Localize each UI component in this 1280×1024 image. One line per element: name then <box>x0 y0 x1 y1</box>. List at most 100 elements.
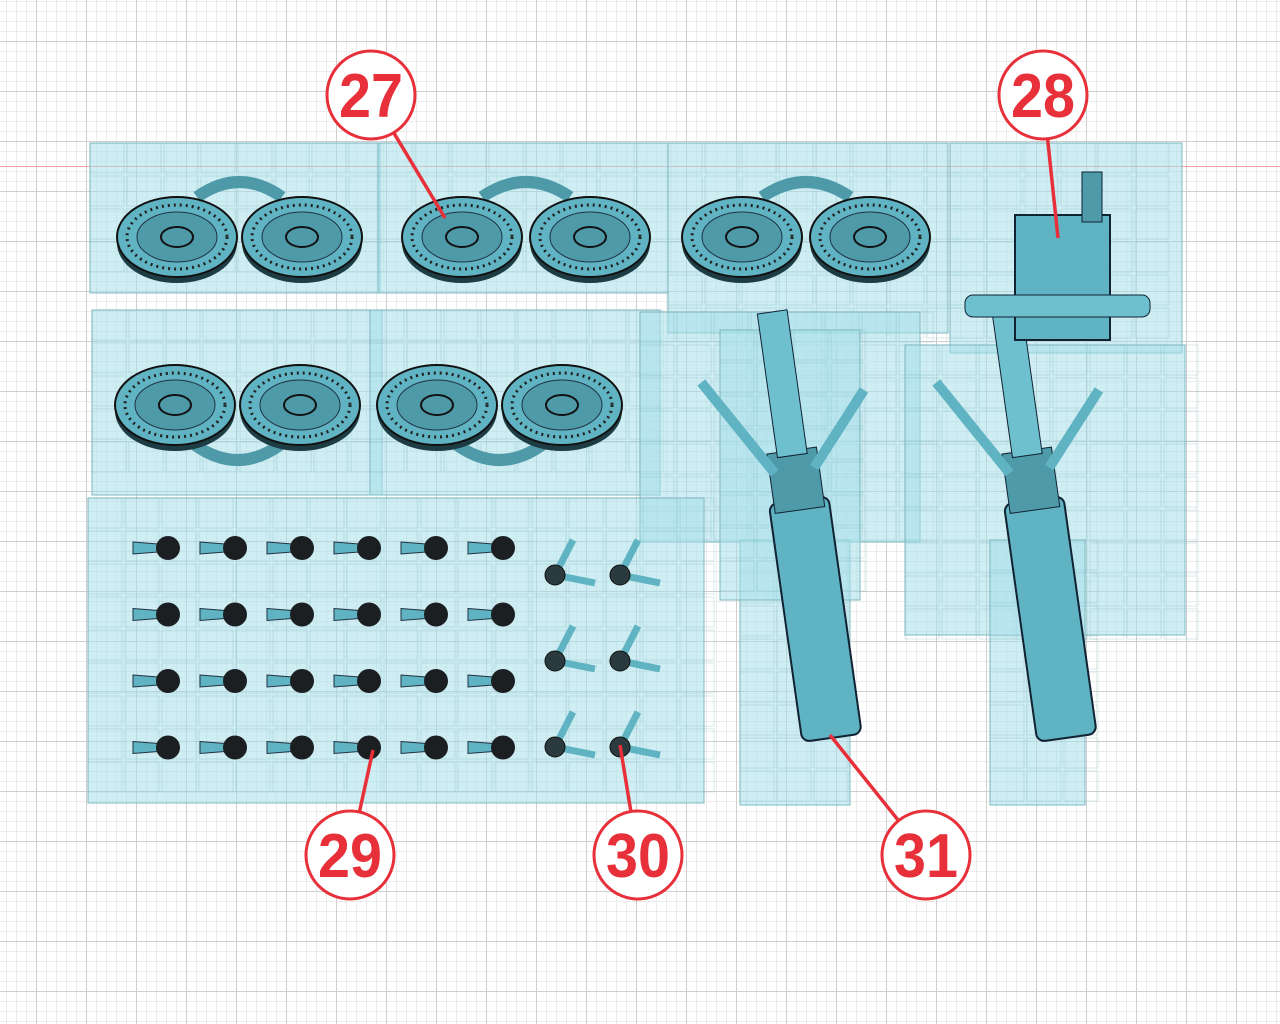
panel-cell <box>852 142 888 174</box>
small-part <box>400 602 448 627</box>
panel-cell <box>346 497 382 529</box>
panel-cell <box>679 629 715 661</box>
panel-cell <box>311 142 347 174</box>
part-shaft <box>467 541 494 555</box>
part-shaft <box>266 740 293 755</box>
panel-cell <box>457 563 493 595</box>
small-part <box>132 602 180 627</box>
small-part <box>266 536 314 560</box>
panel-cell <box>480 309 516 341</box>
panel-cell <box>904 608 940 640</box>
panel-cell <box>1052 377 1088 409</box>
panel-cell <box>605 530 641 562</box>
panel-cell <box>1134 175 1170 207</box>
panel-cell <box>235 563 271 595</box>
panel-cell <box>642 530 678 562</box>
panel-cell <box>568 629 604 661</box>
panel-cell <box>1126 575 1162 607</box>
panel-cell <box>904 542 940 574</box>
panel-cell <box>861 443 897 475</box>
lever-hub <box>609 650 631 672</box>
panel-cell <box>679 695 715 727</box>
panel-cell <box>1052 344 1088 376</box>
small-part <box>132 669 180 693</box>
part-head <box>156 735 180 760</box>
panel-cell <box>861 311 897 343</box>
panel-cell <box>679 596 715 628</box>
panel-cell <box>941 542 977 574</box>
panel-cell <box>1163 476 1199 508</box>
part-head <box>290 669 314 693</box>
panel-cell <box>494 761 530 793</box>
disc-part <box>401 196 523 283</box>
lever-hub <box>609 564 631 586</box>
mount-part <box>964 171 1151 341</box>
panel-cell <box>889 142 925 174</box>
panel-cell <box>161 629 197 661</box>
panel-cell <box>719 494 755 526</box>
panel-cell <box>1126 476 1162 508</box>
lever-part <box>544 710 596 759</box>
panel-cell <box>517 309 553 341</box>
panel-cell <box>941 443 977 475</box>
small-part <box>199 602 247 627</box>
part-head <box>357 735 381 760</box>
part-shaft <box>400 740 427 755</box>
panel-cell <box>239 342 275 374</box>
part-shaft <box>132 541 159 555</box>
panel-cell <box>642 761 678 793</box>
panel-cell <box>904 410 940 442</box>
part-shaft <box>467 607 494 622</box>
panel-cell <box>642 497 678 529</box>
panel-cell <box>1163 377 1199 409</box>
part-head <box>290 735 314 760</box>
disc-center <box>396 379 478 431</box>
small-part <box>199 536 247 560</box>
part-shaft <box>400 541 427 555</box>
panel-cell <box>568 761 604 793</box>
part-shaft <box>132 740 159 755</box>
panel-cell <box>198 761 234 793</box>
part-shaft <box>199 607 226 622</box>
small-part <box>266 602 314 627</box>
callout-label: 31 <box>894 822 958 891</box>
part-shaft <box>333 674 360 688</box>
disc-center <box>549 211 631 263</box>
callout-label: 30 <box>606 822 670 891</box>
panel-cell <box>309 563 345 595</box>
panel-cell <box>591 309 627 341</box>
panel-cell <box>739 704 775 736</box>
disc-hub <box>285 226 319 248</box>
panel-cell <box>599 142 635 174</box>
panel-cell <box>986 142 1022 174</box>
panel-cell <box>568 695 604 727</box>
panel-cell <box>443 309 479 341</box>
panel-cell <box>494 629 530 661</box>
panel-cell <box>198 695 234 727</box>
part-head <box>424 669 448 693</box>
panel-cell <box>369 441 405 473</box>
panel-cell <box>861 509 897 541</box>
models <box>114 171 1151 760</box>
panel-cell <box>1163 509 1199 541</box>
part-shaft <box>132 674 159 688</box>
panel-cell <box>949 175 985 207</box>
panel-cell <box>776 770 812 802</box>
panel-cell <box>591 342 627 374</box>
panel-cell <box>87 596 123 628</box>
disc-arm <box>191 439 284 466</box>
panel-cell <box>377 142 413 174</box>
small-part <box>266 735 314 760</box>
panel-cell <box>741 142 777 174</box>
panel-cell <box>87 695 123 727</box>
callout-leader <box>618 744 633 812</box>
disc-pair <box>758 176 854 203</box>
disc-arm <box>193 176 286 203</box>
panel-cell <box>679 761 715 793</box>
panel-cell <box>1089 608 1125 640</box>
panel-cell <box>904 575 940 607</box>
panel-cell <box>1163 542 1199 574</box>
panel-cell <box>457 629 493 661</box>
